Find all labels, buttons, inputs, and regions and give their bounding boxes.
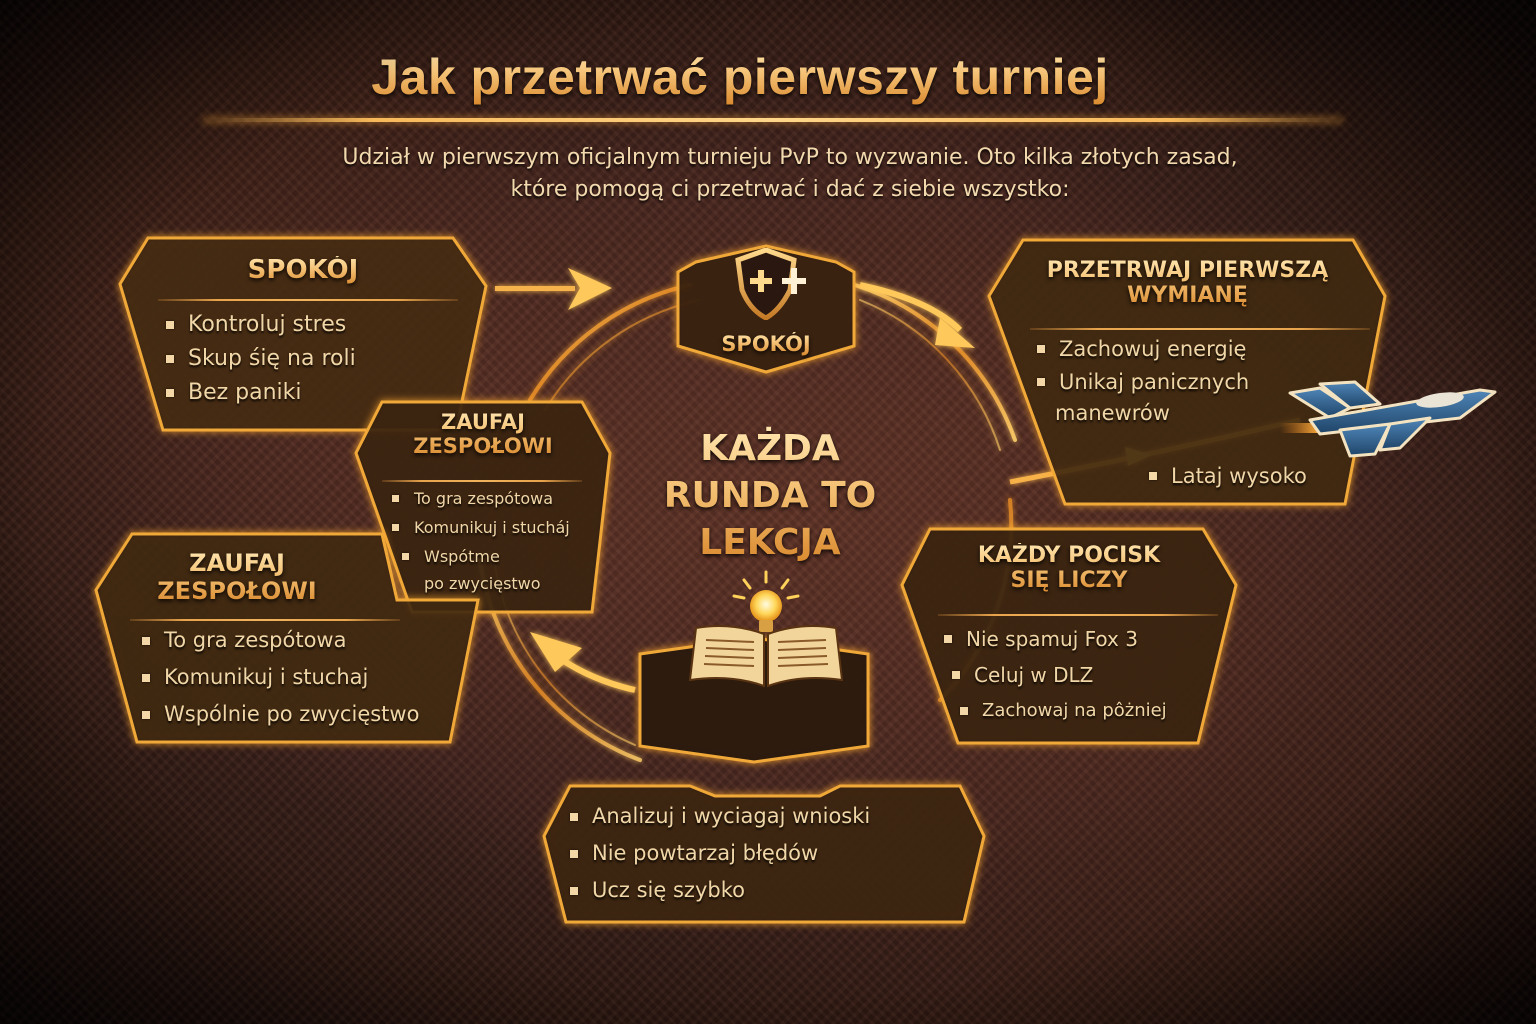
- panel-missile-list: Nie spamuj Fox 3 Celuj w DLZ Zachowaj na…: [944, 621, 1167, 729]
- list-item: Unikaj panicznych: [1037, 366, 1249, 398]
- panel-calm-list: Kontroluj stres Skup śię na roli Bez pan…: [166, 308, 356, 410]
- intro-text: Udział w pierwszym oficjalnym turnieju P…: [230, 142, 1350, 206]
- list-item: Ucz się szybko: [570, 872, 870, 909]
- panel-survive-title: PRZETRWAJ PIERWSZĄ WYMIANĘ: [985, 258, 1390, 309]
- list-item: Nie spamuj Fox 3: [944, 621, 1167, 657]
- panel-trust-large-title: ZAUFAJ ZESPOŁOWI: [92, 550, 382, 605]
- list-item: Skup śię na roli: [166, 342, 356, 376]
- center-title: KAŻDA RUNDA TO LEKCJA: [640, 425, 900, 566]
- list-item: To gra zespótowa: [142, 622, 419, 659]
- panel-trust-small-title: ZAUFAJ ZESPOŁOWI: [352, 410, 614, 458]
- bullet-icon: [166, 389, 174, 397]
- bullet-icon: [1037, 378, 1045, 386]
- intro-line-1: Udział w pierwszym oficjalnym turnieju P…: [342, 145, 1238, 170]
- list-item-continued: manewrów: [1055, 401, 1170, 425]
- bullet-icon: [1149, 472, 1157, 480]
- panel-divider: [938, 614, 1218, 616]
- bullet-icon: [570, 849, 578, 858]
- bullet-icon: [142, 673, 150, 682]
- bullet-icon: [142, 636, 150, 645]
- panel-trust-large: ZAUFAJ ZESPOŁOWI To gra zespótowa Komuni…: [92, 530, 482, 744]
- badge-calm-label: SPOKÓJ: [676, 332, 856, 356]
- fighter-jet-icon: [1280, 380, 1497, 458]
- bullet-icon: [166, 355, 174, 363]
- bullet-icon: [142, 710, 150, 719]
- list-item: Wspólnie po zwycięstwo: [142, 696, 419, 733]
- bullet-icon: [944, 635, 952, 643]
- list-item: Nie powtarzaj błędów: [570, 835, 870, 872]
- book-lightbulb-icon: [688, 570, 844, 688]
- intro-line-2: które pomogą ci przetrwać i dać z siebie…: [510, 177, 1070, 202]
- list-item: Analizuj i wyciagaj wnioski: [570, 798, 870, 835]
- panel-trust-large-list: To gra zespótowa Komunikuj i stuchaj Wsp…: [142, 622, 419, 733]
- panel-divider: [130, 619, 400, 621]
- list-item: Kontroluj stres: [166, 308, 356, 342]
- panel-divider: [1030, 328, 1370, 330]
- list-item: Celuj w DLZ: [952, 657, 1167, 693]
- panel-missile: KAŻDY POCISK SIĘ LICZY Nie spamuj Fox 3 …: [898, 523, 1240, 747]
- list-item: To gra zespótowa: [392, 484, 570, 513]
- bullet-icon: [1037, 345, 1045, 353]
- panel-missile-title: KAŻDY POCISK SIĘ LICZY: [898, 543, 1240, 594]
- panel-learn-list: Analizuj i wyciagaj wnioski Nie powtarza…: [570, 798, 870, 909]
- page-title: Jak przetrwać pierwszy turniej: [0, 48, 1480, 106]
- list-item: Zachowuj energię: [1037, 332, 1249, 366]
- panel-learn: Analizuj i wyciagaj wnioski Nie powtarza…: [540, 780, 988, 926]
- list-item: Zachowaj na pôżniej: [960, 693, 1167, 729]
- bullet-icon: [166, 321, 174, 329]
- title-divider: [203, 118, 1343, 122]
- panel-divider: [158, 299, 458, 301]
- bullet-icon: [392, 494, 399, 502]
- badge-calm: SPOKÓJ: [676, 244, 856, 374]
- bullet-icon: [570, 886, 578, 895]
- panel-survive-list: Zachowuj energię Unikaj panicznych manew…: [1037, 332, 1249, 428]
- panel-divider: [382, 480, 582, 482]
- bullet-icon: [952, 671, 960, 679]
- list-item: Komunikuj i stuchaj: [142, 659, 419, 696]
- bullet-icon: [960, 707, 968, 715]
- bullet-icon: [570, 812, 578, 821]
- panel-calm-title: SPOKÓJ: [118, 255, 488, 286]
- shield-plus-icon: [735, 248, 806, 320]
- list-item: Bez paniki: [166, 376, 356, 410]
